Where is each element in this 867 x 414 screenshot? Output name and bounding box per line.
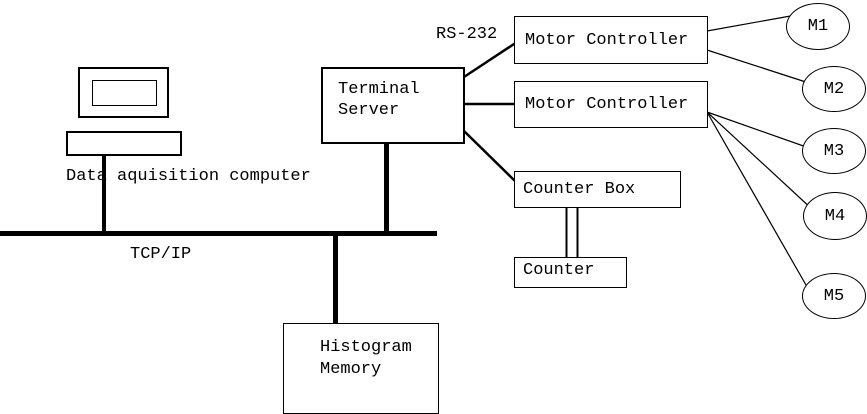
motor-controller-1-node: Motor Controller <box>514 16 708 64</box>
motor-m3-node: M3 <box>802 128 866 174</box>
motor-m5-node: M5 <box>802 273 866 319</box>
computer-screen-icon <box>92 80 157 106</box>
motor-m4-label: M4 <box>824 206 846 226</box>
motor-controller-1-label: Motor Controller <box>525 30 689 50</box>
counterbox-counter-line-1 <box>565 206 568 258</box>
rs232-link-counter-box <box>463 130 518 184</box>
counter-box-node: Counter Box <box>514 171 681 208</box>
rs232-label: RS-232 <box>436 25 498 44</box>
histogram-bus-drop <box>333 236 338 324</box>
mc2-m3-line <box>706 111 813 150</box>
computer-keyboard-icon <box>66 131 182 156</box>
histogram-memory-node: Histogram Memory <box>283 323 439 414</box>
mc1-m2-line <box>706 49 813 85</box>
counter-node: Counter <box>514 257 627 288</box>
counter-label: Counter <box>523 261 595 280</box>
motor-m3-label: M3 <box>823 141 845 161</box>
motor-m1-label: M1 <box>807 17 829 36</box>
mc2-m4-line <box>706 111 814 211</box>
computer-caption: Data aquisition computer <box>66 167 311 186</box>
histogram-memory-label-line2: Memory <box>320 360 382 379</box>
motor-controller-2-label: Motor Controller <box>525 95 689 114</box>
terminal-server-bus-drop <box>384 143 389 233</box>
terminal-server-label-line1: Terminal <box>338 80 420 99</box>
computer-bus-drop <box>102 156 106 233</box>
motor-controller-2-node: Motor Controller <box>514 81 708 128</box>
motor-m1-node: M1 <box>786 3 850 50</box>
motor-m4-node: M4 <box>803 192 867 240</box>
tcpip-bus-label: TCP/IP <box>130 245 192 264</box>
motor-m2-node: M2 <box>802 66 866 112</box>
computer-monitor-icon <box>78 67 169 118</box>
rs232-link-motor-controller-1 <box>463 40 518 79</box>
motor-m5-label: M5 <box>823 286 845 306</box>
counterbox-counter-line-2 <box>576 206 579 258</box>
counter-box-label: Counter Box <box>523 180 636 199</box>
terminal-server-label-line2: Server <box>338 101 400 120</box>
histogram-memory-label-line1: Histogram <box>320 338 412 357</box>
mc1-m1-line <box>706 14 797 32</box>
terminal-server-node: Terminal Server <box>321 67 465 144</box>
motor-m2-label: M2 <box>823 79 845 99</box>
tcpip-bus-line <box>0 231 437 236</box>
mc2-m5-line <box>706 111 811 293</box>
